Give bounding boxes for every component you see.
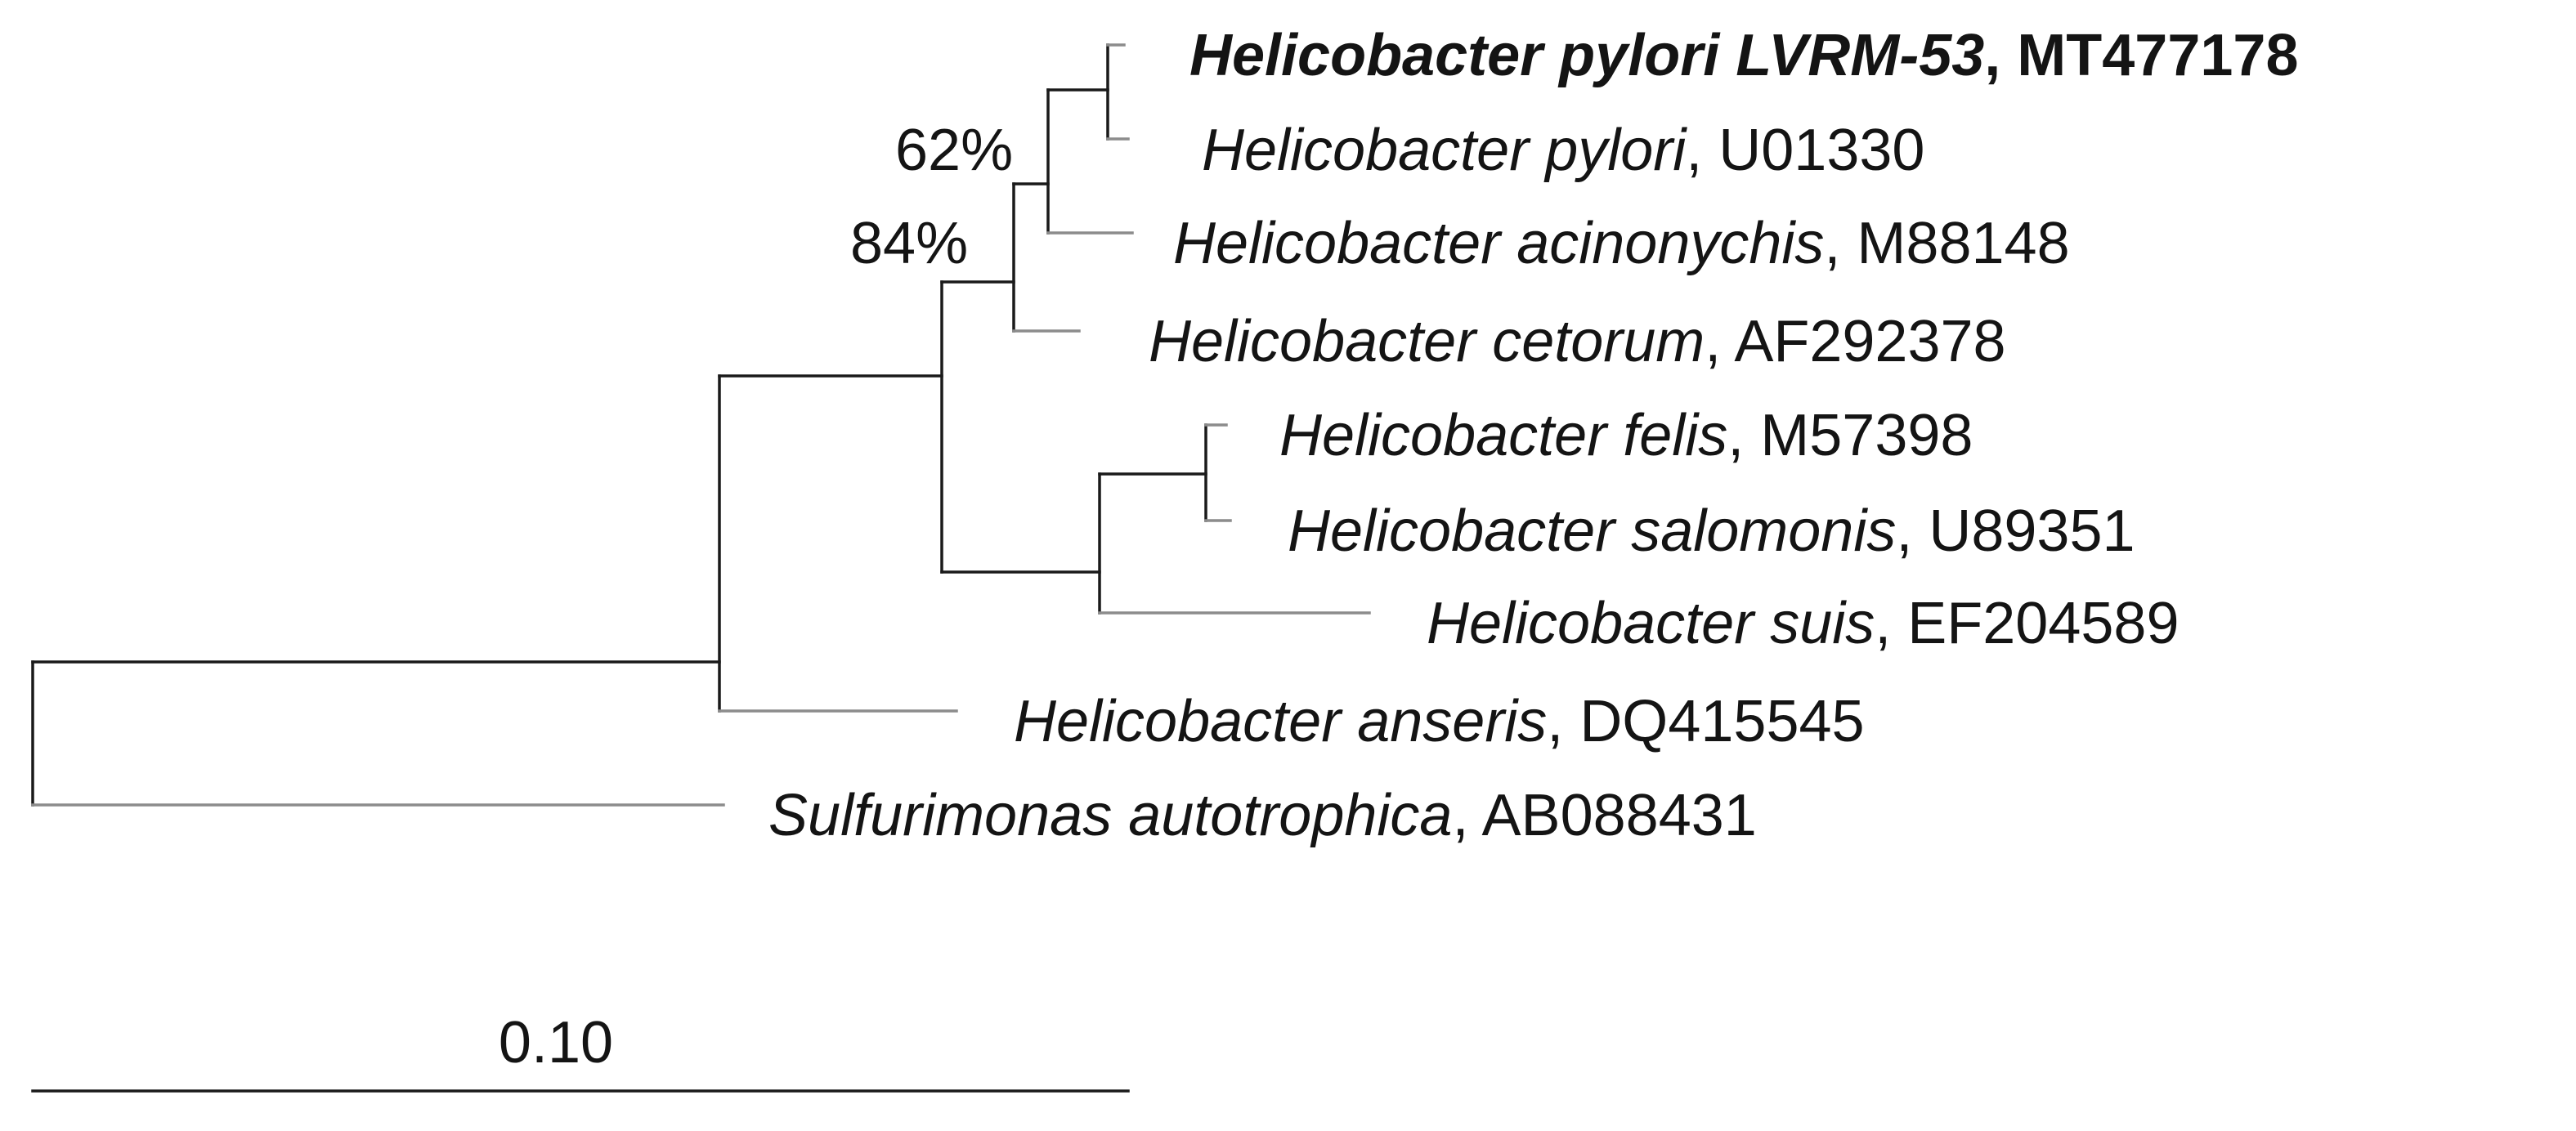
tip-separator: ,: [1686, 118, 1718, 183]
tip-species: Sulfurimonas autotrophica: [768, 783, 1452, 848]
tip-label-salomonis: Helicobacter salomonis, U89351: [1288, 498, 2135, 564]
tip-separator: ,: [1705, 309, 1734, 374]
tip-accession: MT477178: [2017, 23, 2298, 88]
tip-label-cetorum: Helicobacter cetorum, AF292378: [1149, 309, 2006, 374]
tip-species: Helicobacter pylori: [1202, 118, 1687, 183]
tip-species: Helicobacter pylori LVRM-53: [1189, 23, 1984, 88]
tip-species: Helicobacter felis: [1279, 403, 1727, 468]
tip-accession: EF204589: [1907, 591, 2179, 656]
tip-species: Helicobacter anseris: [1014, 689, 1547, 754]
tip-species: Helicobacter suis: [1427, 591, 1875, 656]
tip-separator: ,: [1875, 591, 1907, 656]
tip-accession: U89351: [1929, 498, 2135, 564]
tip-accession: AF292378: [1734, 309, 2005, 374]
tip-label-suis: Helicobacter suis, EF204589: [1427, 591, 2180, 656]
tip-separator: ,: [1824, 211, 1857, 276]
tip-separator: ,: [1896, 498, 1929, 564]
tip-label-pylori: Helicobacter pylori, U01330: [1202, 118, 1924, 183]
scale-bar-label: 0.10: [499, 1010, 613, 1075]
tip-separator: ,: [1547, 689, 1579, 754]
tip-separator: ,: [1452, 783, 1481, 848]
tip-separator: ,: [1984, 23, 2017, 88]
tip-label-pylori-lvrm53: Helicobacter pylori LVRM-53, MT477178: [1189, 23, 2299, 88]
bootstrap-62: 62%: [895, 118, 1013, 183]
tip-accession: U01330: [1718, 118, 1924, 183]
tip-label-anseris: Helicobacter anseris, DQ415545: [1014, 689, 1865, 754]
tip-species: Helicobacter salomonis: [1288, 498, 1896, 564]
tip-species: Helicobacter cetorum: [1149, 309, 1705, 374]
tip-accession: AB088431: [1482, 783, 1757, 848]
tip-accession: M88148: [1857, 211, 2069, 276]
tip-species: Helicobacter acinonychis: [1173, 211, 1824, 276]
tip-label-acinonychis: Helicobacter acinonychis, M88148: [1173, 211, 2070, 276]
tip-accession: M57398: [1760, 403, 1973, 468]
bootstrap-84: 84%: [850, 211, 968, 276]
tip-separator: ,: [1727, 403, 1760, 468]
tip-label-felis: Helicobacter felis, M57398: [1279, 403, 1973, 468]
tip-accession: DQ415545: [1579, 689, 1864, 754]
tip-label-sulfurimonas: Sulfurimonas autotrophica, AB088431: [768, 783, 1757, 848]
